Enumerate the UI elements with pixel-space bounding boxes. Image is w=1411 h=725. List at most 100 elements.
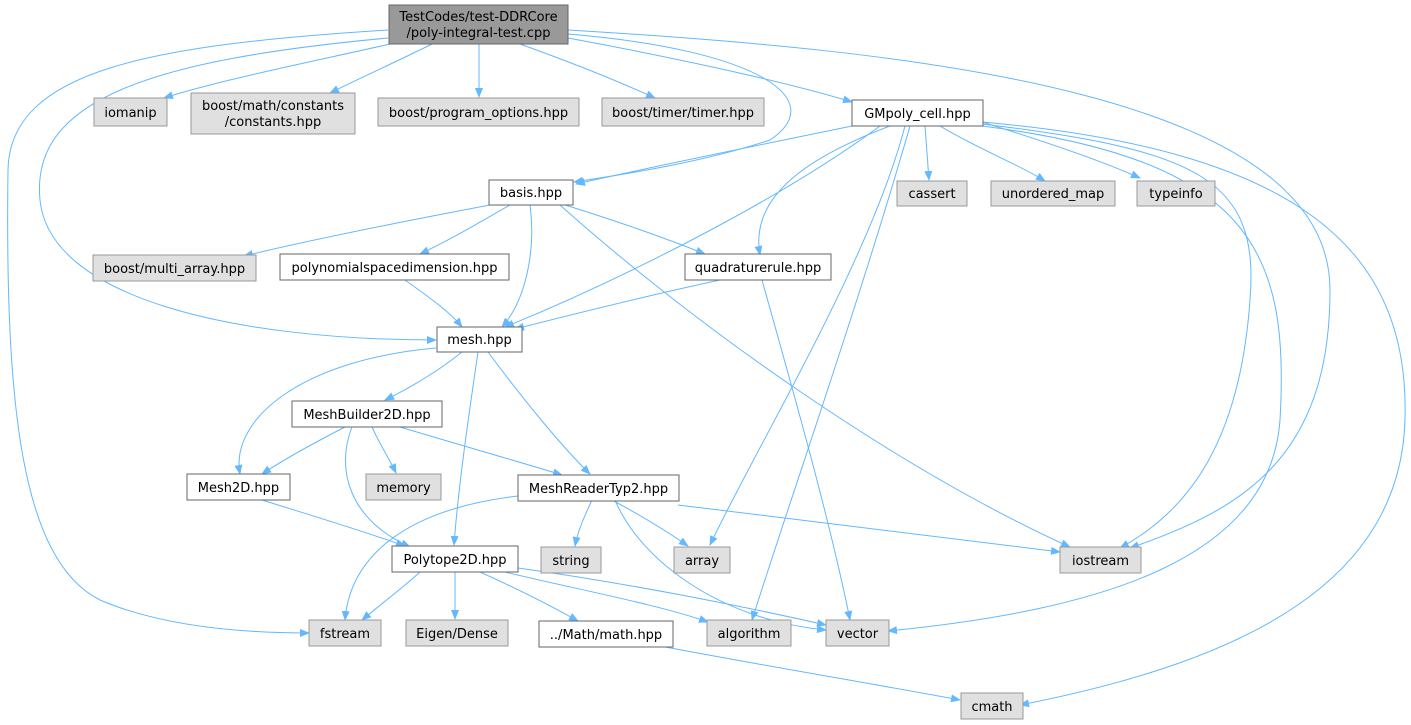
edge-basis-quadraturerule	[564, 204, 706, 255]
edge-basis-iostream	[559, 204, 1071, 548]
node-algorithm[interactable]: algorithm	[706, 619, 792, 647]
nodes: TestCodes/test-DDRCore /poly-integral-te…	[92, 4, 1216, 720]
node-polynomialspacedimension[interactable]: polynomialspacedimension.hpp	[279, 253, 510, 281]
node-label: array	[685, 554, 719, 569]
node-math[interactable]: ../Math/math.hpp	[538, 620, 674, 648]
edge-mesh2d-polytope2d	[261, 499, 406, 547]
edge-gmpoly-cassert	[924, 125, 933, 181]
edge-meshreadertyp2-array	[611, 499, 689, 547]
edge-basis-mesh	[501, 204, 533, 328]
node-label: fstream	[320, 627, 370, 642]
node-label: memory	[376, 481, 431, 496]
node-boost-program-options[interactable]: boost/program_options.hpp	[377, 97, 580, 127]
node-typeinfo[interactable]: typeinfo	[1136, 180, 1216, 207]
node-label: cmath	[971, 700, 1012, 715]
edge-quadraturerule-vector	[761, 279, 853, 621]
edge-mesh-meshreadertyp2	[487, 351, 591, 475]
edge-gmpoly-cmath	[981, 121, 1406, 708]
node-root-file[interactable]: TestCodes/test-DDRCore /poly-integral-te…	[388, 4, 569, 45]
edge-quadraturerule-mesh	[514, 279, 721, 331]
node-array[interactable]: array	[673, 546, 731, 574]
node-vector[interactable]: vector	[825, 619, 890, 647]
node-label: GMpoly_cell.hpp	[864, 107, 971, 122]
edge-root-iomanip	[163, 43, 391, 100]
edge-root-boost-timer	[519, 43, 656, 99]
node-iomanip[interactable]: iomanip	[93, 97, 168, 127]
node-label: Mesh2D.hpp	[198, 481, 279, 496]
edge-root-fstream	[7, 29, 389, 637]
edges	[7, 29, 1406, 708]
edge-mesh-meshbuilder2d	[384, 351, 463, 401]
edge-root-boost-constants	[329, 43, 433, 94]
edge-mesh-mesh2d	[234, 347, 437, 475]
node-meshreadertyp2[interactable]: MeshReaderTyp2.hpp	[517, 474, 680, 502]
node-meshbuilder2d[interactable]: MeshBuilder2D.hpp	[291, 400, 443, 428]
node-basis[interactable]: basis.hpp	[488, 179, 574, 206]
node-polytope2d[interactable]: Polytope2D.hpp	[391, 545, 519, 573]
edge-root-mesh	[38, 37, 437, 344]
node-label: iostream	[1072, 554, 1129, 569]
edge-meshbuilder2d-memory	[371, 426, 397, 474]
node-label: MeshReaderTyp2.hpp	[529, 482, 668, 497]
edge-gmpoly-iostream	[981, 123, 1252, 549]
root-line2: /poly-integral-test.cpp	[407, 26, 551, 41]
node-label: boost/multi_array.hpp	[104, 262, 245, 277]
node-label: boost/timer/timer.hpp	[612, 106, 754, 121]
node-label: Eigen/Dense	[416, 627, 498, 642]
edge-basis-polynomialspacedimension	[419, 204, 511, 255]
node-boost-timer[interactable]: boost/timer/timer.hpp	[601, 97, 765, 127]
edge-meshbuilder2d-polytope2d	[345, 426, 411, 548]
edge-polynomialspacedimension-mesh	[404, 279, 463, 328]
node-mesh2d[interactable]: Mesh2D.hpp	[186, 473, 291, 501]
edge-gmpoly-array	[709, 125, 906, 546]
edge-root-basis	[567, 33, 792, 185]
edge-basis-boost-multi-array	[243, 204, 491, 258]
node-label: basis.hpp	[500, 186, 562, 201]
node-label: boost/program_options.hpp	[389, 106, 568, 121]
edge-polytope2d-fstream	[361, 571, 421, 621]
node-iostream[interactable]: iostream	[1059, 546, 1142, 574]
edge-gmpoly-quadraturerule	[754, 125, 891, 256]
edge-gmpoly-algorithm	[750, 125, 911, 621]
edge-polytope2d-math	[479, 571, 579, 622]
node-eigen-dense[interactable]: Eigen/Dense	[405, 619, 509, 647]
node-label: algorithm	[718, 627, 781, 642]
node-string[interactable]: string	[540, 546, 602, 574]
node-label: string	[552, 554, 589, 569]
node-fstream[interactable]: fstream	[308, 619, 382, 647]
edge-polytope2d-vector	[517, 567, 827, 627]
node-gmpoly-cell[interactable]: GMpoly_cell.hpp	[851, 99, 984, 127]
edge-meshreadertyp2-string	[572, 499, 593, 547]
node-label: ../Math/math.hpp	[550, 628, 662, 643]
node-label: Polytope2D.hpp	[403, 553, 506, 568]
node-unordered-map[interactable]: unordered_map	[990, 180, 1116, 207]
node-quadraturerule[interactable]: quadraturerule.hpp	[684, 253, 832, 281]
edge-gmpoly-basis	[575, 125, 853, 186]
node-boost-multi-array[interactable]: boost/multi_array.hpp	[92, 254, 257, 282]
node-boost-constants[interactable]: boost/math/constants /constants.hpp	[190, 92, 356, 135]
node-label: cassert	[908, 187, 955, 202]
node-label: mesh.hpp	[447, 333, 512, 348]
node-label: vector	[837, 627, 879, 642]
node-label: unordered_map	[1002, 187, 1105, 202]
node-label: typeinfo	[1149, 187, 1202, 202]
node-label: MeshBuilder2D.hpp	[303, 408, 430, 423]
edge-meshreadertyp2-iostream	[677, 504, 1061, 555]
node-cassert[interactable]: cassert	[896, 180, 968, 207]
node-cmath[interactable]: cmath	[960, 692, 1024, 720]
node-mesh[interactable]: mesh.hpp	[436, 326, 523, 353]
edge-gmpoly-mesh	[504, 125, 881, 328]
edge-mesh-polytope2d	[450, 351, 479, 546]
node-label: quadraturerule.hpp	[695, 261, 821, 276]
edge-polytope2d-algorithm	[504, 571, 709, 623]
node-label: iomanip	[104, 106, 156, 121]
edge-math-cmath	[659, 645, 961, 703]
edge-gmpoly-vector	[887, 125, 1282, 635]
node-memory[interactable]: memory	[365, 473, 442, 501]
edge-meshbuilder2d-meshreadertyp2	[399, 426, 563, 477]
edge-gmpoly-unordered-map	[939, 125, 1046, 182]
edge-root-gmpoly-cell	[567, 37, 853, 104]
edge-meshreadertyp2-fstream	[341, 495, 519, 621]
edge-meshbuilder2d-mesh2d	[261, 426, 346, 475]
